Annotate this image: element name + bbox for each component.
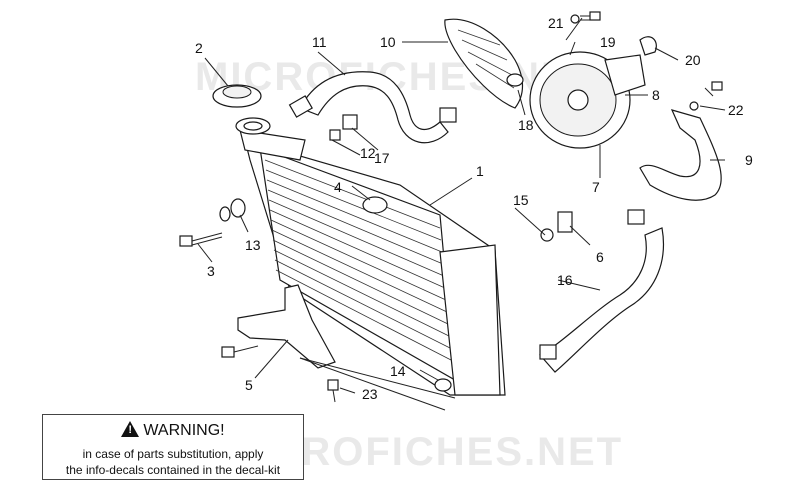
clip-20 — [639, 36, 657, 56]
bracket-strap — [639, 109, 722, 201]
hose-clamp — [288, 95, 313, 118]
callout-7: 7 — [592, 179, 600, 195]
warning-title: WARNING! — [43, 421, 303, 440]
fitting-15-6 — [540, 211, 573, 242]
callout-10: 10 — [380, 34, 396, 50]
grommet-12 — [329, 129, 341, 141]
warning-icon — [121, 421, 140, 437]
bolt-21 — [570, 11, 601, 24]
grommet-14 — [434, 378, 452, 392]
radiator — [239, 129, 506, 396]
callout-19: 19 — [600, 34, 616, 50]
warning-title-text: WARNING! — [143, 422, 225, 439]
callout-3: 3 — [207, 263, 215, 279]
callout-16: 16 — [557, 272, 573, 288]
callout-9: 9 — [745, 152, 753, 168]
bracket-4 — [362, 196, 388, 214]
callout-5: 5 — [245, 377, 253, 393]
warning-box: WARNING! in case of parts substitution, … — [42, 414, 304, 480]
bolt-23 — [327, 379, 339, 403]
callout-1: 1 — [476, 163, 484, 179]
bolt-3 — [179, 232, 223, 247]
callout-11: 11 — [312, 34, 327, 50]
hose-clamp-2 — [439, 107, 457, 123]
callout-21: 21 — [548, 15, 564, 31]
water-pump — [506, 51, 646, 149]
callout-17: 17 — [374, 150, 390, 166]
grommet-17 — [342, 114, 358, 130]
callout-6: 6 — [596, 249, 604, 265]
callout-8: 8 — [652, 87, 660, 103]
callout-14: 14 — [390, 363, 406, 379]
bolt-22 — [689, 81, 723, 111]
callout-13: 13 — [245, 237, 261, 253]
lower-bracket — [237, 284, 336, 369]
warning-line-1: in case of parts substitution, apply — [82, 447, 264, 461]
callout-4: 4 — [334, 179, 342, 195]
bolt-lower — [221, 345, 259, 358]
callout-23: 23 — [362, 386, 378, 402]
washer-13 — [219, 198, 246, 222]
radiator-cap — [212, 84, 271, 135]
callout-12: 12 — [360, 145, 376, 161]
leader-lines — [197, 17, 726, 411]
warning-line-2: the info-decals contained in the decal-k… — [65, 463, 281, 477]
callout-15: 15 — [513, 192, 529, 208]
hose-lower — [539, 227, 664, 373]
hose-clamp-4 — [539, 344, 557, 360]
callout-18: 18 — [518, 117, 534, 133]
callout-20: 20 — [685, 52, 701, 68]
hose-clamp-3 — [627, 209, 645, 225]
callout-22: 22 — [728, 102, 744, 118]
callout-2: 2 — [195, 40, 203, 56]
hose-upper — [299, 71, 449, 144]
